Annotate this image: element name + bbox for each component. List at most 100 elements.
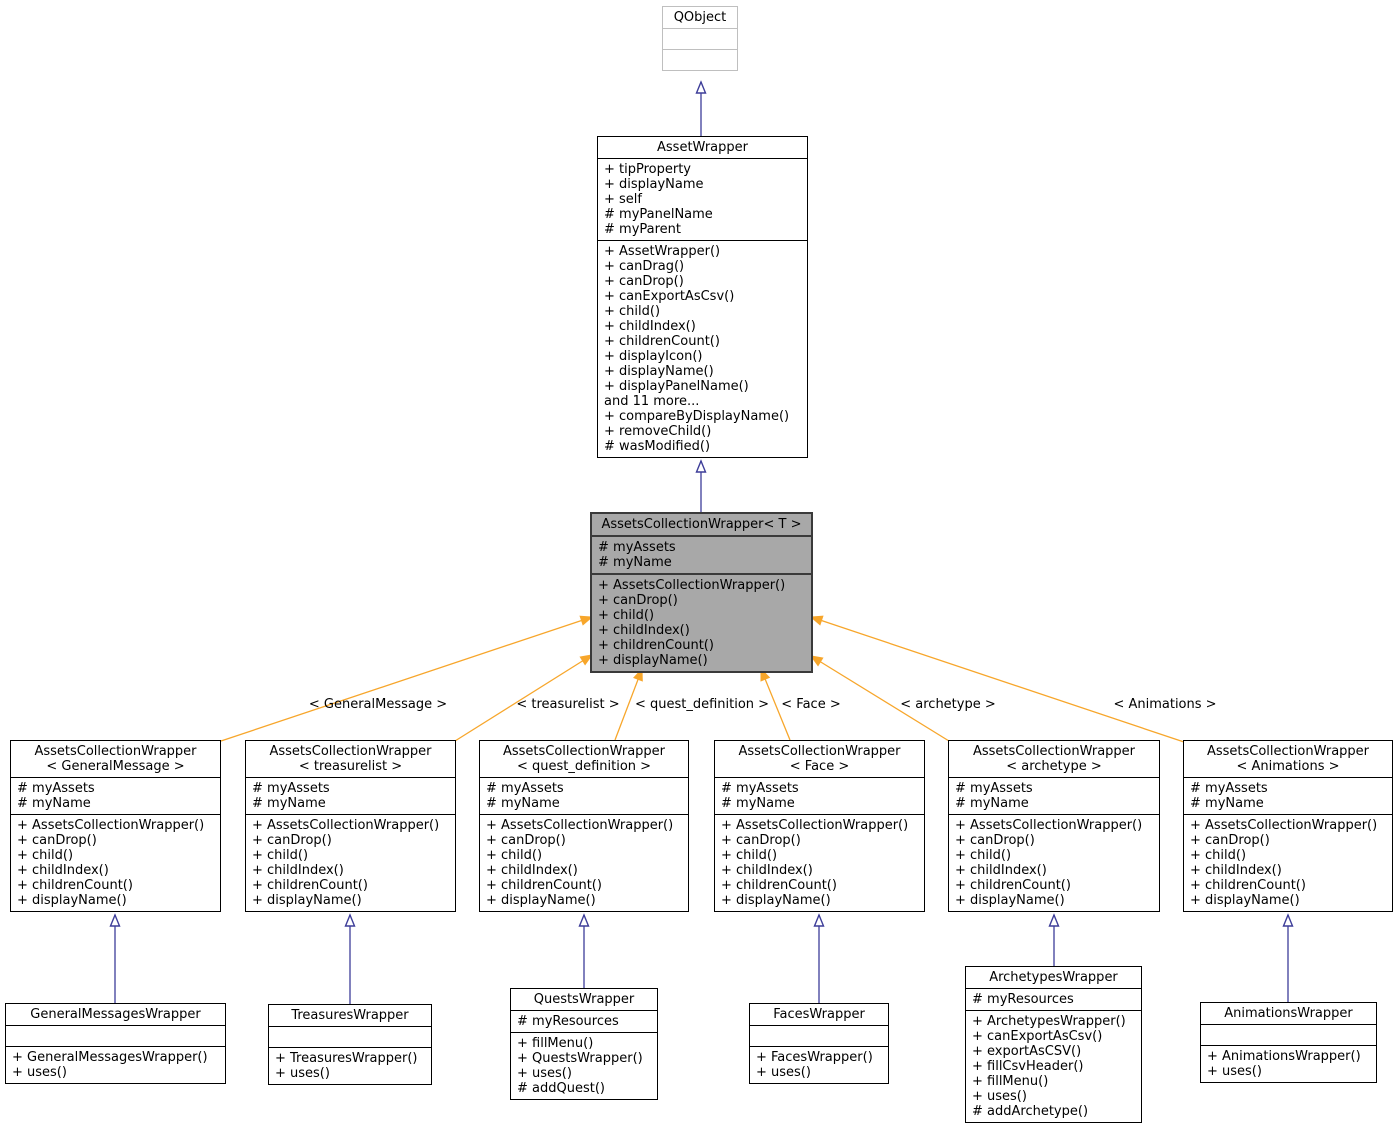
member-line: + AssetsCollectionWrapper() <box>486 818 674 833</box>
member-line: + uses() <box>756 1065 811 1080</box>
member-line: + uses() <box>972 1089 1027 1104</box>
member-line: + AnimationsWrapper() <box>1207 1049 1361 1064</box>
class-node-animationswrapper[interactable]: AnimationsWrapper + AnimationsWrapper()+… <box>1200 1002 1377 1083</box>
member-line: + childIndex() <box>721 863 813 878</box>
class-title-line: AssetsCollectionWrapper <box>972 744 1136 759</box>
class-node-questswrapper[interactable]: QuestsWrapper # myResources + fillMenu()… <box>510 988 658 1100</box>
class-methods: + TreasuresWrapper()+ uses() <box>269 1048 431 1084</box>
class-attributes: # myAssets# myName <box>246 778 455 815</box>
class-node-assetscollectionwrapper-quest-definition[interactable]: AssetsCollectionWrapper < quest_definiti… <box>479 740 689 912</box>
edge-template-animations <box>809 615 1185 743</box>
member-line: + AssetWrapper() <box>604 244 721 259</box>
member-line: + FacesWrapper() <box>756 1050 873 1065</box>
class-title: AssetsCollectionWrapper< T > <box>592 514 811 537</box>
member-line: + childrenCount() <box>598 638 714 653</box>
class-title: QuestsWrapper <box>511 989 657 1011</box>
member-line: + GeneralMessagesWrapper() <box>12 1050 208 1065</box>
edge-template-generalmessage <box>220 615 594 742</box>
class-title: AnimationsWrapper <box>1201 1003 1376 1025</box>
class-attributes: # myAssets# myName <box>11 778 220 815</box>
member-line: + childIndex() <box>955 863 1047 878</box>
member-line: + displayName() <box>955 893 1065 908</box>
class-methods: + AssetsCollectionWrapper()+ canDrop()+ … <box>246 815 455 911</box>
class-node-faceswrapper[interactable]: FacesWrapper + FacesWrapper()+ uses() <box>749 1003 889 1084</box>
member-line: + childrenCount() <box>955 878 1071 893</box>
member-line: + childIndex() <box>1190 863 1282 878</box>
edge-template-quest-definition <box>614 667 643 741</box>
member-line: + childrenCount() <box>721 878 837 893</box>
template-arg-label-face: < Face > <box>781 697 841 712</box>
template-arg-label-treasurelist: < treasurelist > <box>516 697 620 712</box>
class-methods: + ArchetypesWrapper()+ canExportAsCsv()+… <box>966 1011 1141 1122</box>
class-node-assetscollectionwrapper-archetype[interactable]: AssetsCollectionWrapper < archetype > # … <box>948 740 1160 912</box>
template-arg-label-quest-definition: < quest_definition > <box>634 697 770 712</box>
class-title-line: < GeneralMessage > <box>46 759 185 774</box>
member-line: + canExportAsCsv() <box>604 289 735 304</box>
class-title-line: AssetsCollectionWrapper <box>738 744 901 759</box>
member-line: + tipProperty <box>604 162 691 177</box>
edge-template-archetype <box>809 655 950 742</box>
class-attributes: # myResources <box>511 1011 657 1033</box>
class-node-assetscollectionwrapper-treasurelist[interactable]: AssetsCollectionWrapper < treasurelist >… <box>245 740 456 912</box>
member-line: + fillMenu() <box>972 1074 1049 1089</box>
class-node-qobject[interactable]: QObject <box>662 6 738 71</box>
member-line: # myAssets <box>955 781 1033 796</box>
class-title-line: QuestsWrapper <box>533 992 635 1007</box>
class-title: AssetWrapper <box>598 137 807 159</box>
class-title-line: AssetsCollectionWrapper <box>502 744 666 759</box>
class-node-assetscollectionwrapper-generalmessage[interactable]: AssetsCollectionWrapper < GeneralMessage… <box>10 740 221 912</box>
class-title: FacesWrapper <box>750 1004 888 1026</box>
template-arg-label-archetype: < archetype > <box>900 697 996 712</box>
member-line: + child() <box>598 608 655 623</box>
class-node-generalmessageswrapper[interactable]: GeneralMessagesWrapper + GeneralMessages… <box>5 1003 226 1084</box>
member-line: # myAssets <box>1190 781 1268 796</box>
member-line: + AssetsCollectionWrapper() <box>17 818 205 833</box>
member-line: + canDrop() <box>721 833 801 848</box>
class-node-treasureswrapper[interactable]: TreasuresWrapper + TreasuresWrapper()+ u… <box>268 1004 432 1085</box>
member-line: + childIndex() <box>486 863 578 878</box>
member-line: + displayName() <box>17 893 127 908</box>
member-line: # myParent <box>604 222 681 237</box>
class-attributes: # myAssets# myName <box>592 537 811 575</box>
member-line: + canDrop() <box>1190 833 1270 848</box>
class-title-line: AssetsCollectionWrapper< T > <box>601 517 802 532</box>
member-line: + AssetsCollectionWrapper() <box>1190 818 1378 833</box>
class-attributes <box>269 1027 431 1048</box>
member-line: + child() <box>604 304 661 319</box>
member-line: # addQuest() <box>517 1081 605 1096</box>
class-attributes: # myResources <box>966 989 1141 1011</box>
class-node-assetwrapper[interactable]: AssetWrapper + tipProperty+ displayName+… <box>597 136 808 458</box>
class-attributes <box>750 1026 888 1047</box>
class-attributes: # myAssets# myName <box>715 778 924 815</box>
class-title: QObject <box>663 7 737 29</box>
class-methods: + AssetWrapper()+ canDrag()+ canDrop()+ … <box>598 241 807 457</box>
class-title-line: < Face > <box>789 759 850 774</box>
member-line: + childrenCount() <box>486 878 602 893</box>
class-methods: + AssetsCollectionWrapper()+ canDrop() + … <box>1184 815 1392 911</box>
member-line: # myAssets <box>598 540 676 555</box>
member-line: + AssetsCollectionWrapper() <box>721 818 909 833</box>
class-title-line: AssetsCollectionWrapper <box>269 744 432 759</box>
member-line: # myAssets <box>17 781 95 796</box>
member-line: + compareByDisplayName() <box>604 409 790 424</box>
edge-template-face <box>760 667 791 741</box>
class-title: AssetsCollectionWrapper < quest_definiti… <box>480 741 688 778</box>
class-title-line: < archetype > <box>1006 759 1102 774</box>
class-title: TreasuresWrapper <box>269 1005 431 1027</box>
member-line: + fillCsvHeader() <box>972 1059 1084 1074</box>
class-node-assetscollectionwrapper-face[interactable]: AssetsCollectionWrapper < Face > # myAss… <box>714 740 925 912</box>
class-title: ArchetypesWrapper <box>966 967 1141 989</box>
member-line: + AssetsCollectionWrapper() <box>252 818 440 833</box>
class-title-line: TreasuresWrapper <box>291 1008 409 1023</box>
class-node-archetypeswrapper[interactable]: ArchetypesWrapper # myResources + Archet… <box>965 966 1142 1123</box>
class-title: GeneralMessagesWrapper <box>6 1004 225 1026</box>
class-title-line: < treasurelist > <box>298 759 403 774</box>
template-arg-label-generalmessage: < GeneralMessage > <box>308 697 448 712</box>
class-node-assetscollectionwrapper-animations[interactable]: AssetsCollectionWrapper < Animations > #… <box>1183 740 1393 912</box>
member-line: + childrenCount() <box>1190 878 1306 893</box>
class-node-assetscollectionwrapper-t[interactable]: AssetsCollectionWrapper< T > # myAssets#… <box>590 512 813 673</box>
class-title-line: < quest_definition > <box>516 759 652 774</box>
member-line: + canDrop() <box>486 833 566 848</box>
member-line: + child() <box>721 848 778 863</box>
